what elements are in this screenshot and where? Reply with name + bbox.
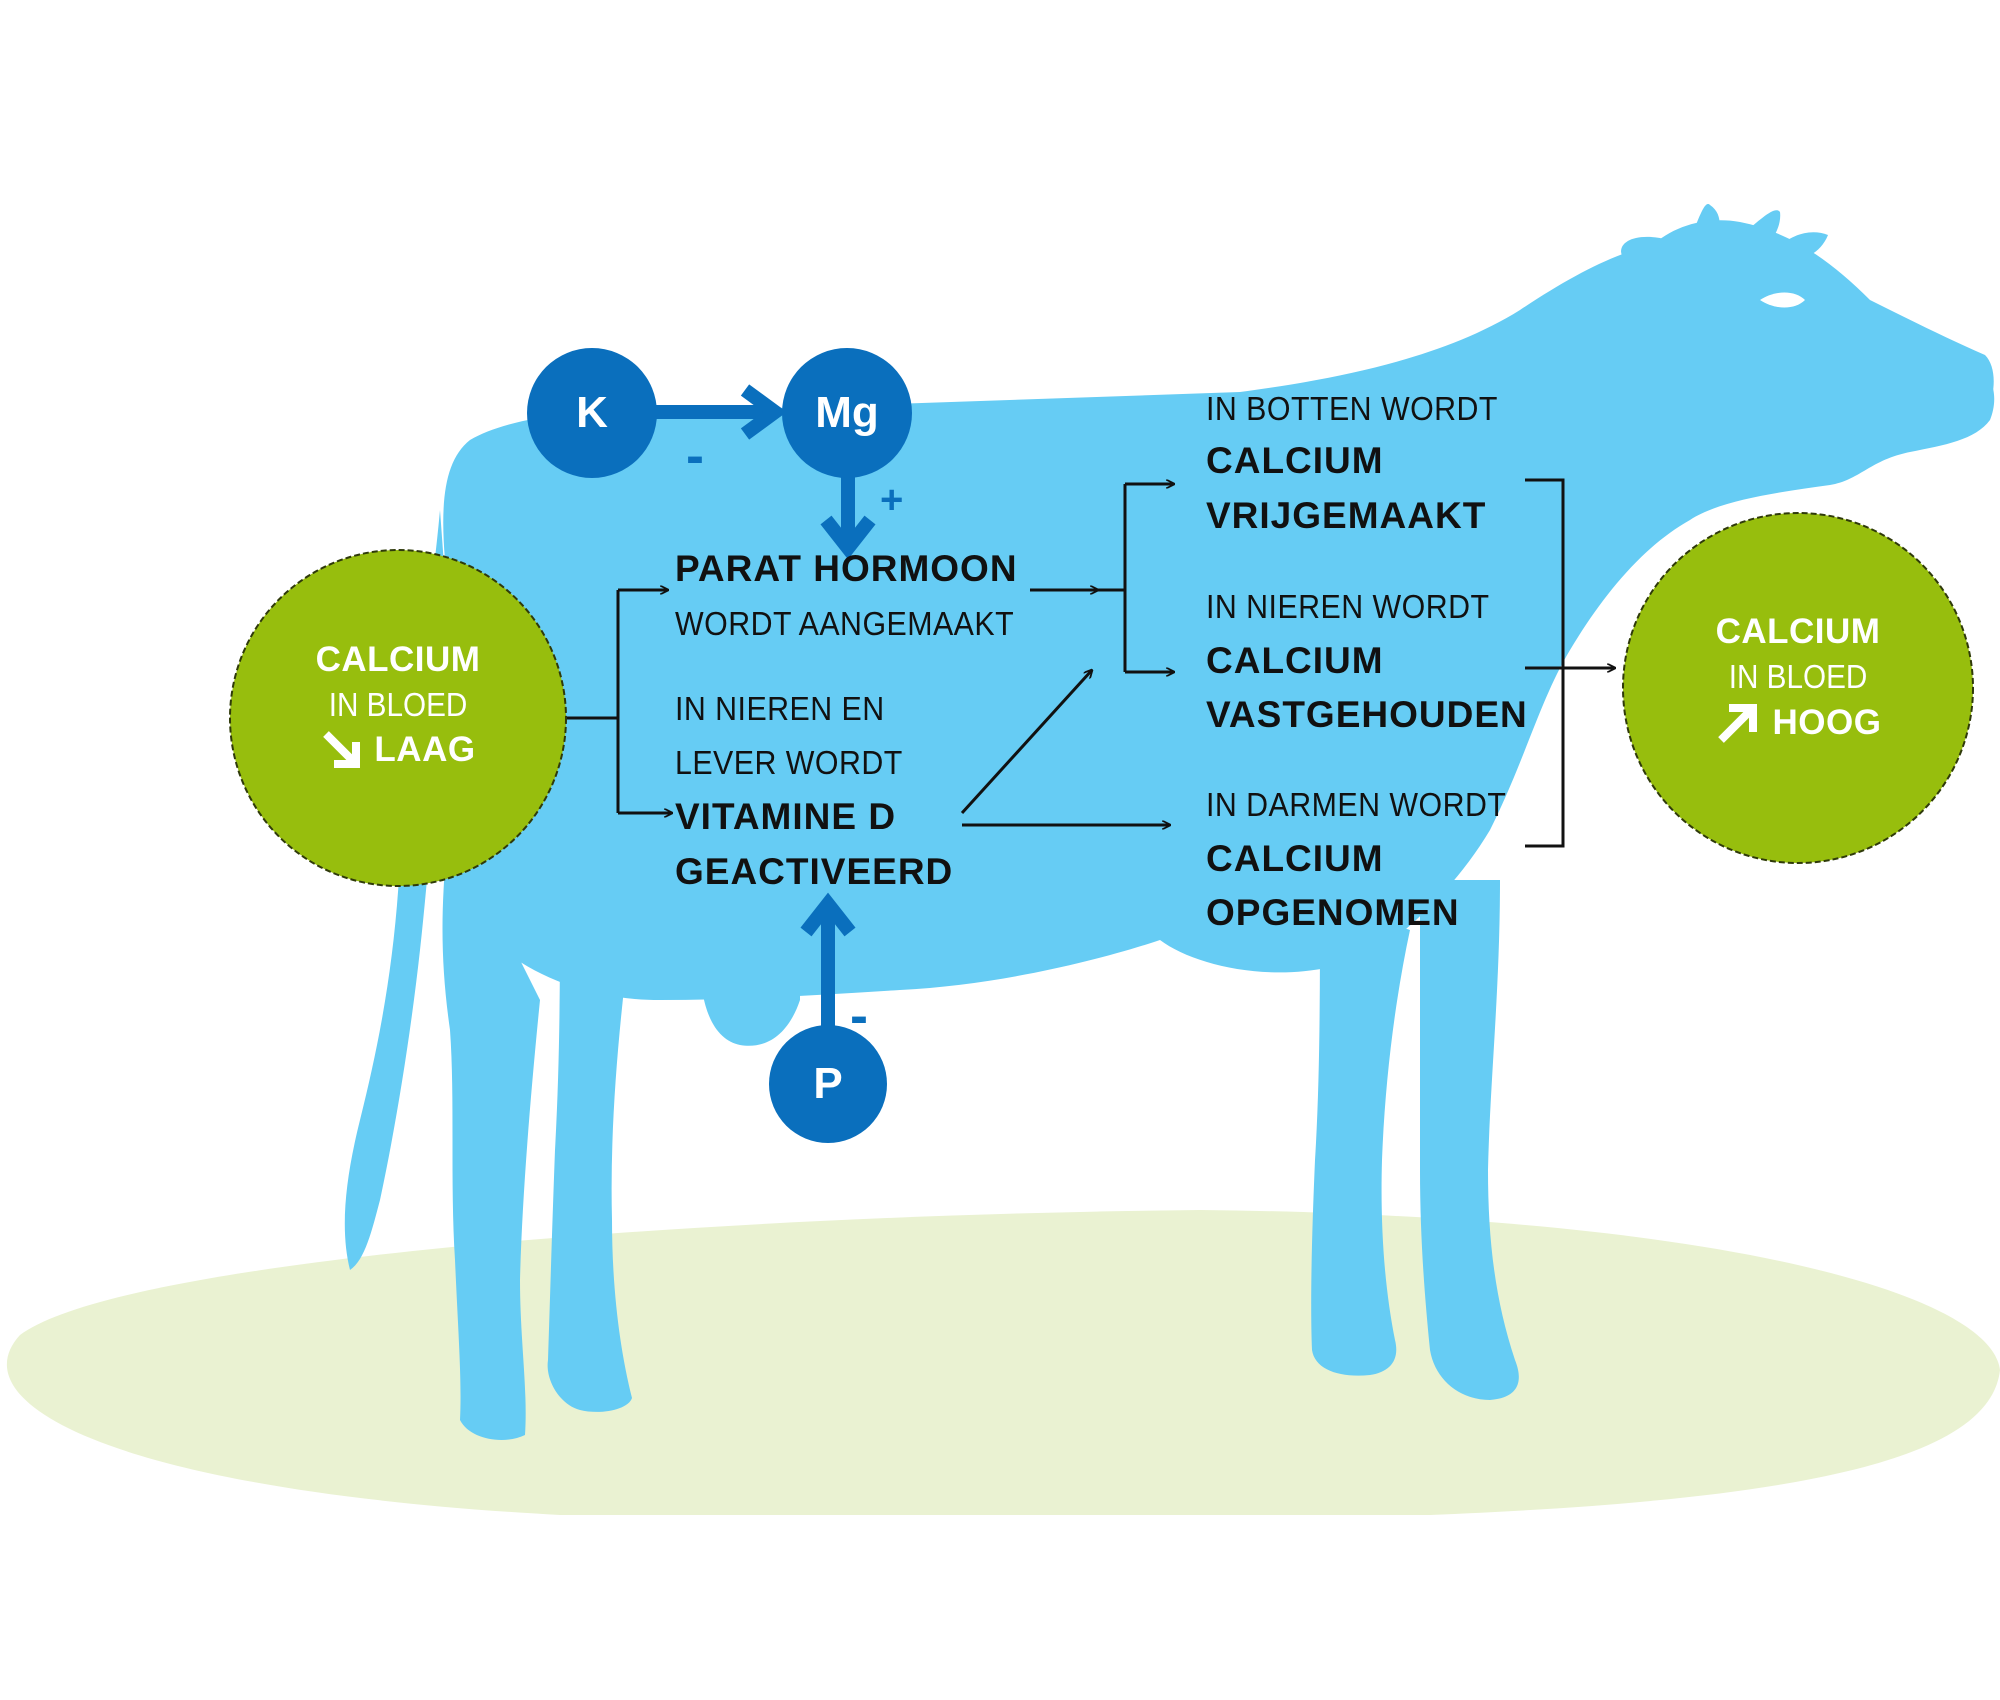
mg-node: Mg xyxy=(782,348,912,478)
calcium-high-text: CALCIUM IN BLOED HOOG xyxy=(1690,612,1906,746)
vitd-line4: GEACTIVEERD xyxy=(675,851,954,892)
k-mg-sign: - xyxy=(686,426,704,486)
kidneys-line3: VASTGEHOUDEN xyxy=(1206,694,1528,735)
bones-line2: CALCIUM xyxy=(1206,440,1384,481)
kidneys-line1: IN NIEREN WORDT xyxy=(1206,588,1490,625)
bones-line1: IN BOTTEN WORDT xyxy=(1206,390,1498,427)
calcium-low-circle xyxy=(229,549,567,887)
calcium-high-level: HOOG xyxy=(1772,703,1882,742)
calcium-high-circle xyxy=(1622,512,1974,864)
mg-label: Mg xyxy=(815,388,879,437)
calcium-low-level: LAAG xyxy=(374,730,476,769)
intestines-line3: OPGENOMEN xyxy=(1206,892,1460,933)
p-vitd-sign: - xyxy=(850,986,868,1046)
vitd-line3: VITAMINE D xyxy=(675,796,897,837)
calcium-high-subtitle: IN BLOED xyxy=(1728,658,1868,695)
vitd-line2: LEVER WORDT xyxy=(675,744,903,781)
arrow-down-right-icon xyxy=(323,731,361,768)
kidneys-line2: CALCIUM xyxy=(1206,640,1384,681)
bones-line3: VRIJGEMAAKT xyxy=(1206,495,1487,536)
mg-pth-sign: + xyxy=(880,478,904,522)
p-label: P xyxy=(813,1059,843,1108)
arrow-up-right-icon xyxy=(1717,704,1757,743)
calcium-high-title: CALCIUM xyxy=(1715,612,1881,651)
pth-line2: WORDT AANGEMAAKT xyxy=(675,605,1015,642)
k-to-mg-arrow xyxy=(655,384,787,440)
mg-to-pth-arrow xyxy=(820,470,876,560)
calcium-low-text: CALCIUM IN BLOED LAAG xyxy=(290,640,506,772)
intestines-line1: IN DARMEN WORDT xyxy=(1206,786,1507,823)
p-node: P xyxy=(769,1025,887,1143)
intestines-line2: CALCIUM xyxy=(1206,838,1384,879)
calcium-low-subtitle: IN BLOED xyxy=(328,686,468,723)
pth-line1: PARAT HORMOON xyxy=(675,548,1018,589)
calcium-low-title: CALCIUM xyxy=(315,640,481,679)
vitd-line1: IN NIEREN EN xyxy=(675,690,885,727)
cow-eye xyxy=(1760,292,1805,308)
p-to-vitd-arrow xyxy=(800,892,856,1038)
flow-connectors xyxy=(566,478,1615,848)
k-label: K xyxy=(576,388,608,437)
k-node: K xyxy=(527,348,657,478)
